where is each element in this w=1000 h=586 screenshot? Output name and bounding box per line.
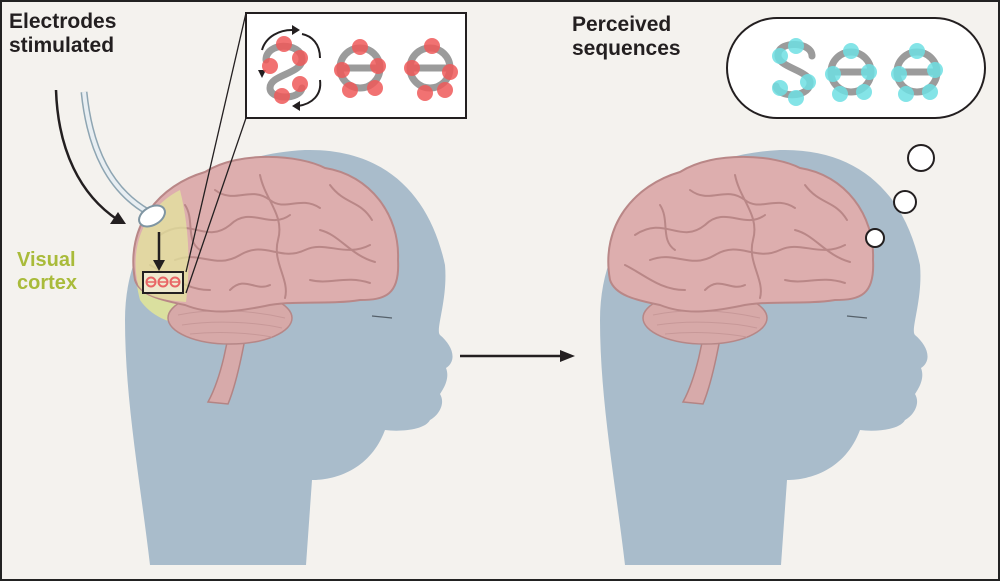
zoom-line-top	[185, 12, 247, 273]
mirrored-see-small	[145, 276, 181, 288]
perceived-cloud	[726, 17, 986, 119]
visual-cortex-label-line2: cortex	[17, 272, 78, 294]
electrodes-label: Electrodes stimulated	[9, 10, 116, 58]
visual-cortex-label-line1: Visual	[17, 249, 76, 271]
electrode-arrow	[54, 89, 119, 222]
right-head	[600, 149, 928, 566]
visual-cortex-label: Visual cortex	[17, 249, 77, 295]
thought-bubbles	[865, 144, 935, 248]
perceived-label: Perceived sequences	[572, 13, 681, 61]
electrode-disc	[138, 204, 166, 228]
stimulated-dots	[262, 36, 458, 104]
stimulation-zoom-box	[245, 12, 467, 119]
electrodes-label-line1: Electrodes	[9, 10, 117, 33]
rotation-arrow-1	[261, 29, 293, 51]
zoom-line-bottom	[185, 117, 247, 294]
electrodes-label-line2: stimulated	[9, 34, 115, 58]
perceived-dots	[772, 38, 943, 106]
electrode-cable	[80, 91, 166, 228]
perceived-label-line2: sequences	[572, 37, 681, 61]
rotation-arrow-2	[297, 79, 322, 107]
stimulated-small-box	[142, 271, 184, 294]
perceived-label-line1: Perceived	[572, 13, 672, 36]
